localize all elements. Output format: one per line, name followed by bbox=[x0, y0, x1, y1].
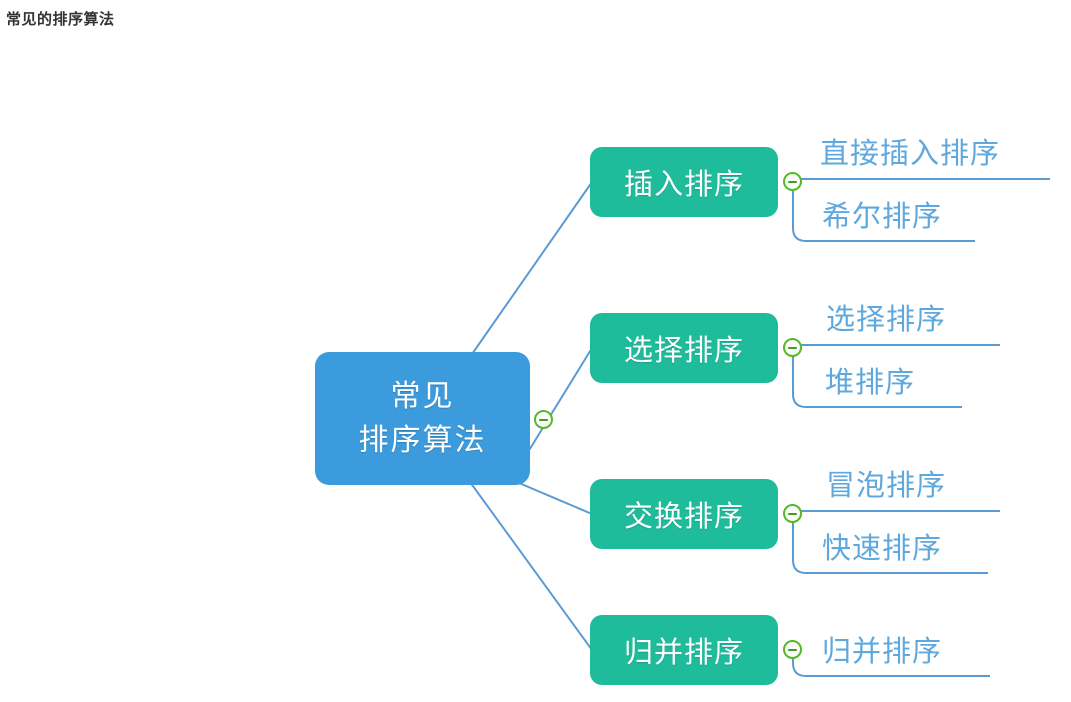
branch-node-exchange-sort[interactable]: 交换排序 bbox=[590, 479, 778, 549]
branch-node-label: 选择排序 bbox=[623, 333, 744, 367]
edge-root-to-exchange bbox=[511, 479, 593, 515]
leaf-node-simple-selection-sort[interactable]: 选择排序 bbox=[826, 302, 947, 336]
leaf-node-merge-sort[interactable]: 归并排序 bbox=[822, 634, 943, 668]
leaf-node-quick-sort[interactable]: 快速排序 bbox=[822, 531, 943, 565]
root-collapse-toggle[interactable] bbox=[534, 410, 553, 429]
minus-icon bbox=[788, 512, 797, 515]
branch-node-label: 插入排序 bbox=[623, 167, 744, 201]
branch-node-insertion-sort[interactable]: 插入排序 bbox=[590, 147, 778, 217]
page-title: 常见的排序算法 bbox=[6, 11, 115, 28]
leaf-node-bubble-sort[interactable]: 冒泡排序 bbox=[826, 468, 947, 502]
branch-collapse-toggle-exchange-sort[interactable] bbox=[783, 504, 802, 523]
branch-collapse-toggle-insertion-sort[interactable] bbox=[783, 172, 802, 191]
branch-collapse-toggle-selection-sort[interactable] bbox=[783, 338, 802, 357]
branch-node-merge-sort[interactable]: 归并排序 bbox=[590, 615, 778, 685]
leaf-node-shell-sort[interactable]: 希尔排序 bbox=[822, 199, 943, 233]
minus-icon bbox=[539, 418, 548, 421]
root-node[interactable]: 常见 排序算法 bbox=[315, 352, 530, 485]
edge-root-to-insert bbox=[469, 181, 593, 358]
branch-collapse-toggle-merge-sort[interactable] bbox=[783, 640, 802, 659]
leaf-node-direct-insertion-sort[interactable]: 直接插入排序 bbox=[820, 136, 1001, 170]
minus-icon bbox=[788, 180, 797, 183]
leaf-node-heap-sort[interactable]: 堆排序 bbox=[825, 365, 916, 399]
root-node-label-line1: 常见 bbox=[390, 379, 455, 414]
edge-root-to-merge bbox=[469, 481, 593, 651]
root-node-label-line2: 排序算法 bbox=[358, 422, 487, 458]
minus-icon bbox=[788, 648, 797, 651]
branch-node-label: 交换排序 bbox=[623, 499, 744, 533]
minus-icon bbox=[788, 346, 797, 349]
branch-node-label: 归并排序 bbox=[623, 635, 744, 669]
branch-node-selection-sort[interactable]: 选择排序 bbox=[590, 313, 778, 383]
